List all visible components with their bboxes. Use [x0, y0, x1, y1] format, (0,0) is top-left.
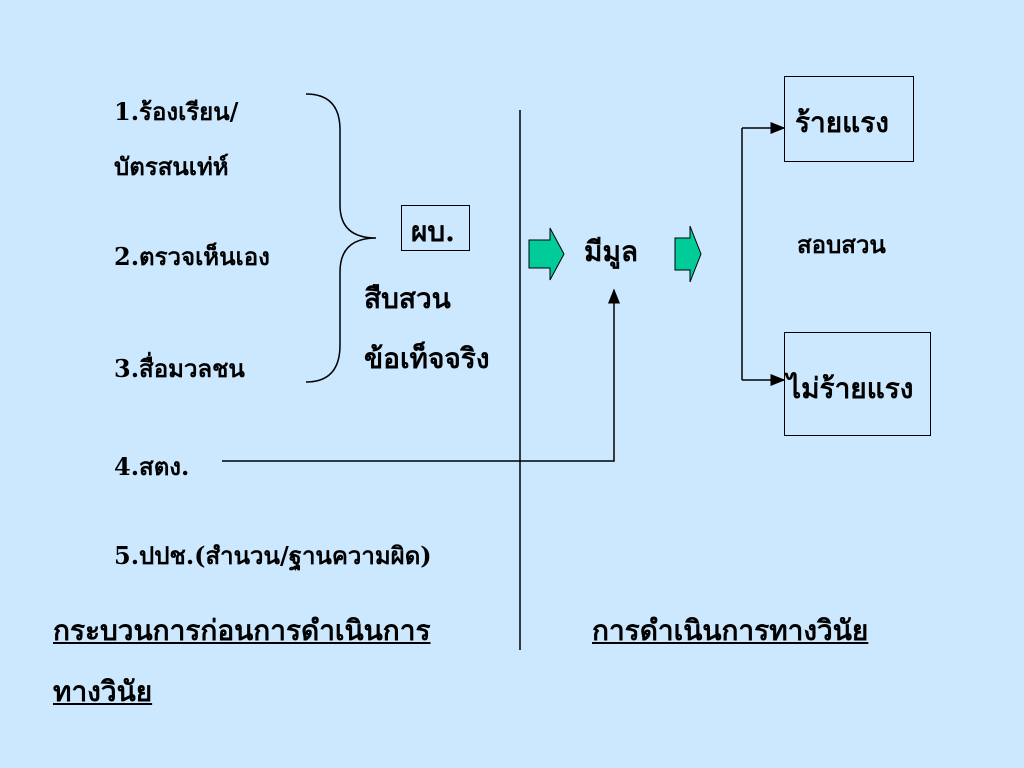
- commander-box: ผบ.: [401, 205, 470, 251]
- curly-brace: [305, 93, 377, 383]
- source-2-self-inspection: 2.ตรวจเห็นเอง: [114, 242, 270, 271]
- inquiry-label: สอบสวน: [797, 230, 886, 259]
- investigate-label: สืบสวน: [364, 282, 451, 315]
- not-severe-box: ไม่ร้ายแรง: [784, 332, 931, 436]
- source-1-complaint: 1.ร้องเรียน/: [114, 97, 239, 126]
- severe-label: ร้ายแรง: [795, 106, 889, 139]
- stg-connector: [222, 288, 620, 462]
- pre-process-heading-line2: ทางวินัย: [53, 675, 153, 708]
- pre-process-heading-line1: กระบวนการก่อนการดำเนินการ: [53, 614, 431, 647]
- source-4-stg: 4.สตง.: [114, 452, 190, 481]
- block-arrow-1: [528, 227, 565, 281]
- fact-finding-label: ข้อเท็จจริง: [364, 342, 490, 375]
- source-5-ppch: 5.ปปช.(สำนวน/ฐานความผิด): [114, 541, 432, 570]
- not-severe-label: ไม่ร้ายแรง: [787, 372, 914, 405]
- block-arrow-2: [674, 225, 702, 283]
- source-3-mass-media: 3.สื่อมวลชน: [114, 354, 245, 383]
- severe-box: ร้ายแรง: [784, 76, 914, 162]
- commander-label: ผบ.: [411, 215, 455, 248]
- source-1-anonymous-letter: บัตรสนเท่ห์: [114, 152, 229, 181]
- disciplinary-process-heading: การดำเนินการทางวินัย: [592, 614, 869, 647]
- has-grounds-label: มีมูล: [584, 235, 639, 268]
